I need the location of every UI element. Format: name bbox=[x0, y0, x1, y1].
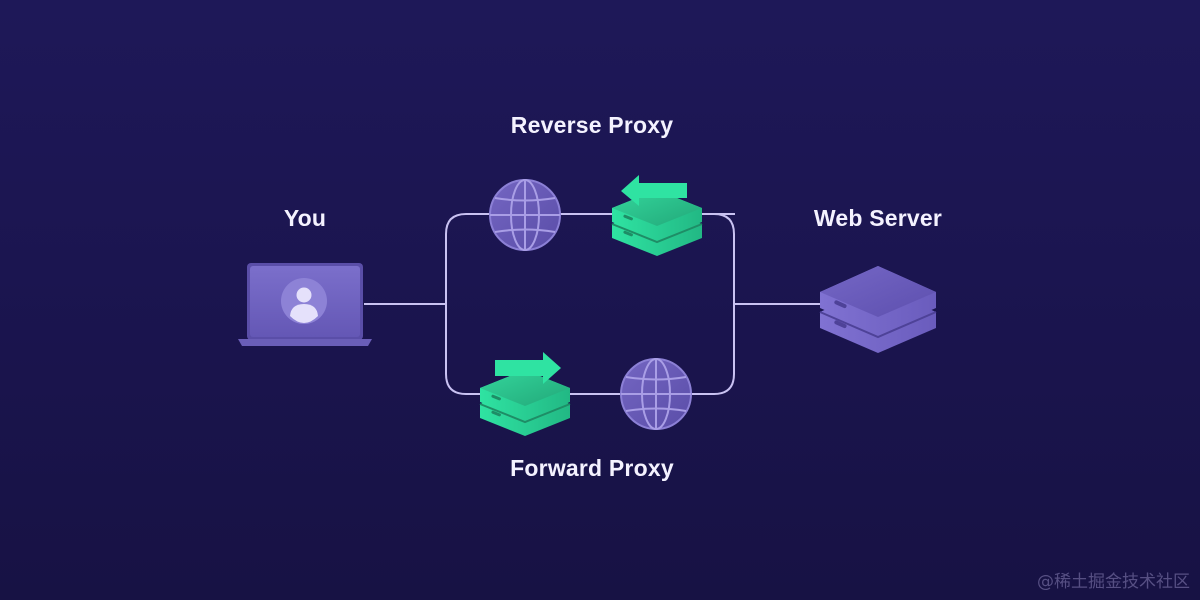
user-head bbox=[296, 287, 312, 303]
laptop-user-icon bbox=[238, 263, 372, 346]
connector-lines bbox=[364, 213, 822, 395]
globe-icon bbox=[489, 179, 561, 251]
watermark: @稀土掘金技术社区 bbox=[1037, 572, 1190, 592]
reverse-proxy-label: Reverse Proxy bbox=[510, 112, 674, 138]
server-stack-arrow-left-icon bbox=[611, 175, 703, 256]
server-stack-icon bbox=[819, 266, 937, 353]
arrow-right-icon bbox=[495, 352, 561, 384]
web-server-label: Web Server bbox=[813, 205, 943, 231]
arrow-left-icon bbox=[621, 175, 687, 206]
forward-proxy-label: Forward Proxy bbox=[510, 455, 674, 481]
client-label: You bbox=[283, 205, 327, 231]
server-stack-arrow-right-icon bbox=[479, 352, 571, 436]
edge-loop bbox=[445, 213, 735, 395]
user-body bbox=[290, 304, 318, 323]
globe-icon bbox=[620, 358, 692, 430]
